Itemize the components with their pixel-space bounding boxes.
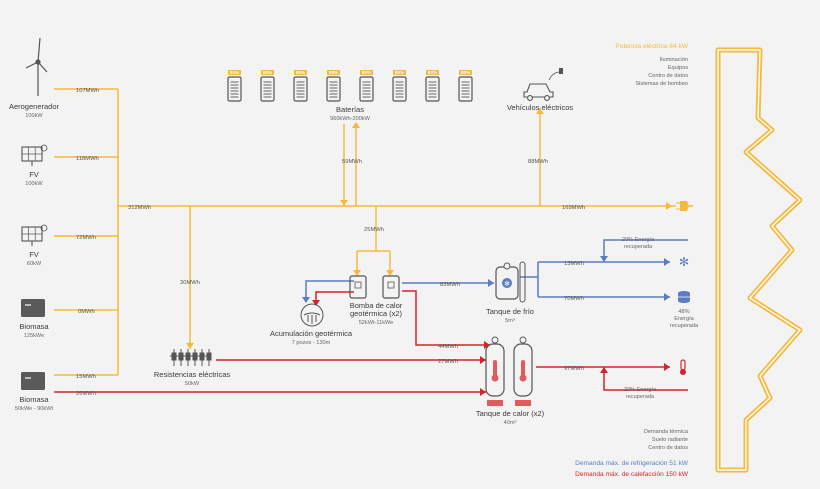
flow-label-heat-from-pump: 44MWh	[438, 344, 458, 350]
flow-label-source-0: 107MWh	[76, 88, 99, 94]
flow-label-ev: 88MWh	[528, 159, 548, 165]
flow-label-heat-out: 97MWh	[564, 366, 584, 372]
battery-bank: 80% 80% 80% 80% 80% 80% 80% 80%	[227, 70, 473, 102]
heat-pump-icon	[349, 275, 400, 299]
source-name-2: FV	[29, 250, 39, 259]
heat-pump-name: Bomba de calor	[350, 301, 403, 310]
svg-text:80%: 80%	[395, 70, 404, 75]
thermal-title: Demanda térmica	[644, 429, 689, 435]
heat-recovered-line2: recuperada	[626, 394, 655, 400]
flow-label-cold-tank: 83MWh	[440, 282, 460, 288]
biomass-boiler-icon	[21, 299, 45, 317]
solar-panel-icon	[21, 144, 48, 166]
geothermal-icon	[300, 303, 324, 327]
heat-tank-icon	[485, 336, 533, 406]
battery-icon: 80%	[293, 70, 308, 102]
max-cold-demand: Demanda máx. de refrigeración 51 kW	[575, 460, 689, 467]
biomass-boiler-icon	[21, 372, 45, 390]
power-item-1: Equipos	[668, 65, 688, 71]
cold-out-note-3: recuperada	[670, 323, 699, 329]
svg-text:80%: 80%	[461, 70, 470, 75]
building-outline-icon	[715, 47, 803, 473]
heat-pump-name-2: geotérmica (x2)	[350, 309, 403, 318]
source-name-5: Biomasa	[19, 395, 49, 404]
cold-storage-icon	[678, 291, 690, 303]
heat-arrows	[312, 300, 670, 396]
svg-text:80%: 80%	[362, 70, 371, 75]
source-rating-5: 50kWe - 90kWt	[15, 406, 54, 412]
flow-label-bus-total: 312MWh	[128, 205, 151, 211]
flow-label-source-2: 72MWh	[76, 235, 96, 241]
flow-label-source-5: 26MWh	[76, 391, 96, 397]
electric-car-icon	[523, 68, 563, 101]
source-name-0: Aerogenerador	[9, 102, 60, 111]
resistor-icon	[170, 349, 212, 366]
cold-tank-name: Tanque de frío	[486, 307, 534, 316]
thermal-item-1: Centro de datos	[648, 445, 688, 451]
heat-tank-rating: 40m³	[504, 420, 517, 426]
thermometer-icon	[680, 359, 686, 375]
svg-text:80%: 80%	[329, 70, 338, 75]
flow-label-batteries: 59MWh	[342, 159, 362, 165]
source-rating-1: 100kW	[25, 181, 43, 187]
heat-pump-rating: 52kWt-11kWe	[359, 320, 394, 326]
source-rating-0: 100kW	[25, 113, 43, 119]
flow-label-source-4: 15MWh	[76, 374, 96, 380]
cold-recovered-line1: 20% Energía	[622, 237, 655, 243]
flow-label-source-1: 118MWh	[76, 156, 99, 162]
flow-label-heat-pump: 25MWh	[364, 227, 384, 233]
snowflake-icon: ✻	[504, 280, 510, 288]
svg-text:80%: 80%	[263, 70, 272, 75]
source-rating-2: 60kW	[27, 261, 42, 267]
resistances-name: Resistencias eléctricas	[154, 370, 231, 379]
solar-panel-icon	[21, 224, 48, 246]
heat-lines	[54, 290, 688, 393]
battery-icon: 80%	[392, 70, 407, 102]
cold-out-note-2: Energía	[674, 316, 694, 322]
svg-text:80%: 80%	[296, 70, 305, 75]
svg-text:80%: 80%	[230, 70, 239, 75]
source-name-3: Biomasa	[19, 322, 49, 331]
geothermal-rating: 7 pozos - 130m	[292, 340, 331, 346]
flow-label-electric-demand: 169MWh	[562, 205, 585, 211]
heat-tank-name: Tanque de calor (x2)	[476, 409, 545, 418]
battery-icon: 80%	[425, 70, 440, 102]
battery-icon: 80%	[326, 70, 341, 102]
electric-arrows	[186, 108, 672, 349]
geothermal-name: Acumulación geotérmica	[270, 329, 353, 338]
power-item-2: Centro de datos	[648, 73, 688, 79]
power-item-0: Iluminación	[660, 57, 688, 63]
wind-turbine-icon	[25, 37, 48, 96]
heat-recovered-line1: 20% Energía	[624, 387, 657, 393]
battery-icon: 80%	[458, 70, 473, 102]
ev-name: Vehículos eléctricos	[507, 103, 574, 112]
flow-label-source-3: 0MWh	[78, 309, 95, 315]
power-item-3: Sistemas de bombeo	[635, 81, 688, 87]
battery-icon: 80%	[260, 70, 275, 102]
plug-icon	[676, 201, 693, 211]
snowflake-icon: ✻	[679, 255, 689, 269]
cold-recovered-line2: recuperada	[624, 244, 653, 250]
resistances-rating: 50kW	[185, 381, 200, 387]
flow-label-heat-from-resistances: 27MWh	[438, 359, 458, 365]
flow-label-cold-out-1: 70MWh	[564, 296, 584, 302]
batteries-name: Baterías	[336, 105, 364, 114]
cold-tank-rating: 5m³	[505, 318, 515, 324]
battery-icon: 80%	[227, 70, 242, 102]
flow-label-cold-out-0: 13MWh	[564, 261, 584, 267]
thermal-item-0: Suelo radiante	[652, 437, 688, 443]
source-name-1: FV	[29, 170, 39, 179]
power-title: Potencia eléctrica 84 kW	[615, 43, 688, 50]
flow-label-resistances: 30MWh	[180, 280, 200, 286]
max-heat-demand: Demanda máx. de calefacción 150 kW	[575, 471, 689, 478]
svg-text:80%: 80%	[428, 70, 437, 75]
cold-arrows	[302, 256, 670, 303]
source-rating-3: 125kWe	[24, 333, 44, 339]
batteries-rating: 960kWh-200kW	[330, 116, 371, 122]
cold-tank-icon: ✻	[495, 261, 526, 303]
cold-out-note-1: 48%	[678, 309, 689, 315]
cold-lines	[305, 239, 688, 302]
battery-icon: 80%	[359, 70, 374, 102]
